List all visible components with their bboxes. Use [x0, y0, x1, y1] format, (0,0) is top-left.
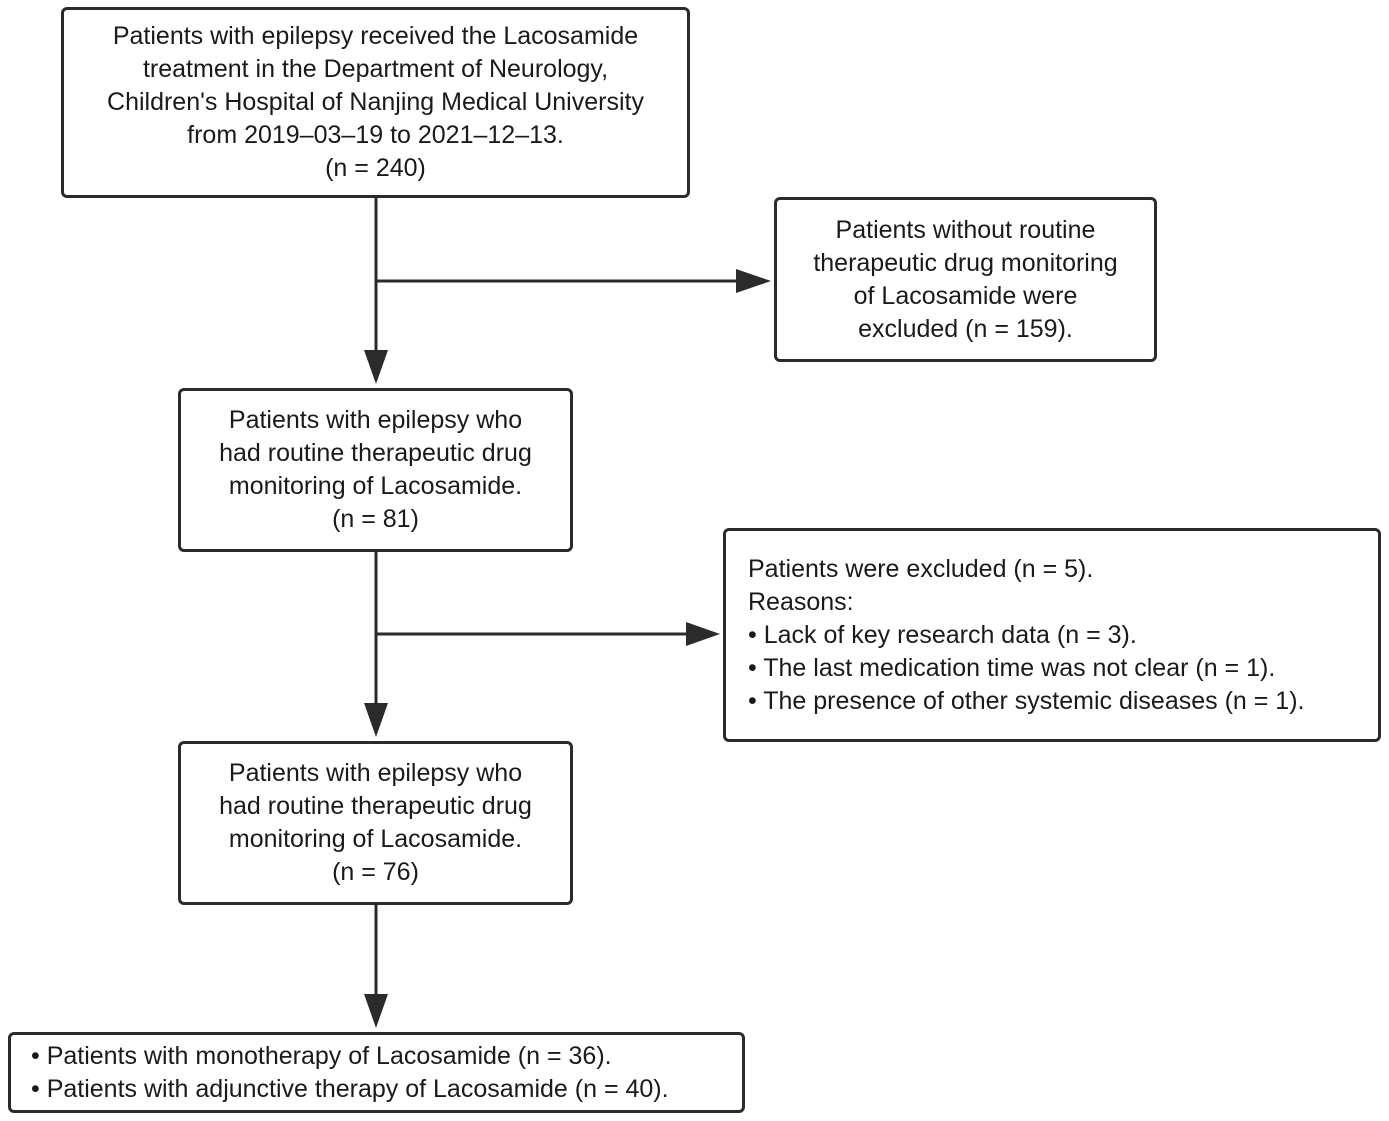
monitored-patients-76-line: monitoring of Lacosamide.	[228, 825, 523, 853]
arrowhead-down-final	[364, 994, 388, 1028]
enrolled-patients-line: from 2019–03–19 to 2021–12–13.	[187, 121, 564, 149]
monitored-patients-81-count: (n = 81)	[332, 505, 419, 533]
exclusion-no-monitoring-count: excluded (n = 159).	[858, 314, 1073, 343]
monitored-patients-76-line: Patients with epilepsy who	[228, 759, 523, 787]
exclusion-reasons-box: Patients were excluded (n = 5). Reasons:…	[723, 528, 1381, 742]
enrolled-patients-count: (n = 240)	[325, 154, 426, 182]
exclusion-no-monitoring-box: Patients without routine therapeutic dru…	[774, 197, 1157, 362]
monitored-patients-81-line: monitoring of Lacosamide.	[228, 472, 523, 500]
monitored-patients-76-box: Patients with epilepsy who had routine t…	[178, 741, 573, 905]
monotherapy-group-item: • Patients with monotherapy of Lacosamid…	[31, 1041, 612, 1070]
enrolled-patients-line: Children's Hospital of Nanjing Medical U…	[107, 88, 644, 116]
exclusion-no-monitoring-line: Patients without routine	[835, 215, 1096, 244]
exclusion-no-monitoring-line: therapeutic drug monitoring	[813, 248, 1118, 277]
arrowhead-down-tdm81	[364, 350, 388, 384]
enrolled-patients-box: Patients with epilepsy received the Laco…	[61, 7, 690, 198]
exclusion-no-monitoring-line: of Lacosamide were	[853, 281, 1078, 310]
arrowhead-down-tdm76	[364, 703, 388, 737]
exclusion-reason-item: • Lack of key research data (n = 3).	[748, 620, 1137, 649]
exclusion-reasons-heading: Reasons:	[748, 587, 854, 616]
arrowhead-right-exclusion-1	[736, 269, 771, 293]
therapy-groups-box: • Patients with monotherapy of Lacosamid…	[8, 1032, 745, 1113]
monitored-patients-81-line: had routine therapeutic drug	[219, 439, 532, 467]
monitored-patients-76-line: had routine therapeutic drug	[219, 792, 532, 820]
arrowhead-right-exclusion-2	[686, 622, 720, 646]
adjunctive-therapy-group-item: • Patients with adjunctive therapy of La…	[31, 1074, 669, 1103]
enrolled-patients-line: Patients with epilepsy received the Laco…	[112, 22, 639, 50]
exclusion-reason-item: • The last medication time was not clear…	[748, 653, 1276, 682]
exclusion-reasons-summary: Patients were excluded (n = 5).	[748, 554, 1094, 583]
monitored-patients-81-box: Patients with epilepsy who had routine t…	[178, 388, 573, 552]
monitored-patients-81-line: Patients with epilepsy who	[228, 406, 523, 434]
exclusion-reason-item: • The presence of other systemic disease…	[748, 686, 1305, 715]
monitored-patients-76-count: (n = 76)	[332, 858, 419, 886]
enrolled-patients-line: treatment in the Department of Neurology…	[142, 55, 609, 83]
